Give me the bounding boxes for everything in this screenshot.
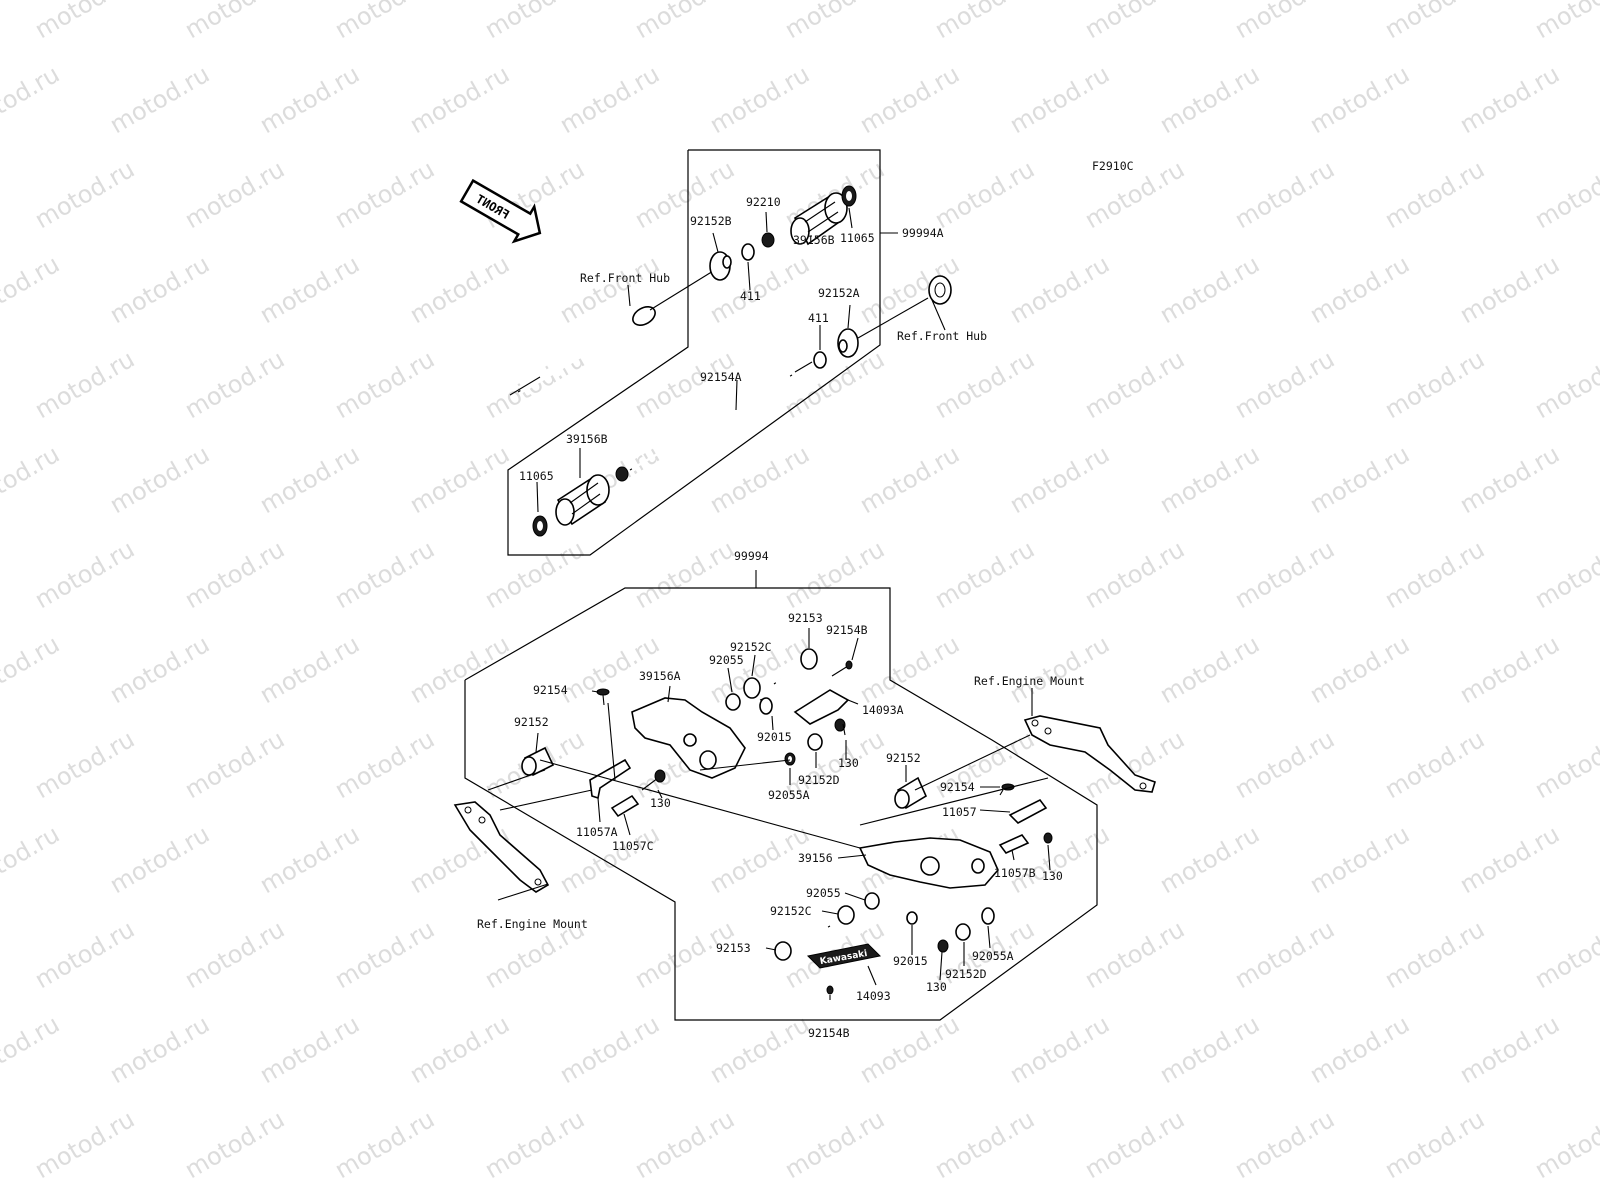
- screw-92154B-bottom: [826, 985, 834, 995]
- label-39156B-top: 39156B: [793, 233, 835, 247]
- slider-body-39156: [858, 837, 999, 889]
- label-92152-left: 92152: [514, 715, 549, 729]
- plate-11057C: [610, 794, 640, 818]
- front-axle: [509, 267, 719, 396]
- washer-92152C-top: [743, 677, 761, 699]
- label-92152A: 92152A: [818, 286, 860, 300]
- shaft-92154A: [629, 361, 813, 471]
- badge-14093: Kawasaki: [806, 943, 882, 969]
- cover-14093A: [793, 689, 850, 725]
- engine-mount-right: [1023, 715, 1156, 793]
- axle-slider-92152A: [837, 328, 859, 358]
- label-411-b: 411: [808, 311, 829, 325]
- frame-99994: [464, 570, 1098, 1021]
- slider-39156B-top: [790, 192, 848, 246]
- nut-92210: [761, 232, 775, 248]
- washer-92055-bottom: [864, 892, 880, 910]
- washer-92055-top: [725, 693, 741, 711]
- bracket-11057: [1008, 798, 1048, 824]
- bolt-130-left: [641, 769, 666, 791]
- label-92055-top: 92055: [709, 653, 744, 667]
- label-ref-front-hub-left: Ref.Front Hub: [580, 271, 670, 285]
- label-130-c: 130: [1042, 869, 1063, 883]
- label-11057C: 11057C: [612, 839, 654, 853]
- slider-body-39156A: [631, 697, 746, 779]
- bolt-130-bottom: [937, 939, 949, 953]
- label-39156A: 39156A: [639, 669, 681, 683]
- label-ref-engine-mount-right: Ref.Engine Mount: [974, 674, 1085, 688]
- washer-92152D-top: [807, 733, 823, 751]
- washer-92152D-bottom: [955, 923, 971, 941]
- label-14093A: 14093A: [862, 703, 904, 717]
- bolt-130-right: [1043, 832, 1053, 844]
- label-92152-right: 92152: [886, 751, 921, 765]
- screw-92154: [596, 688, 610, 706]
- diagram-code: F2910C: [1092, 159, 1134, 173]
- label-92152D-bottom: 92152D: [945, 967, 987, 981]
- washer-411-b: [813, 351, 827, 369]
- bolt-92153-bottom: [774, 925, 831, 961]
- frame-99994A: [507, 149, 898, 556]
- spacer-92152-right: [894, 776, 928, 810]
- engine-mount-left: [453, 801, 550, 893]
- label-99994A: 99994A: [902, 226, 944, 240]
- spacer-92015-bottom: [906, 911, 918, 925]
- label-92154A: 92154A: [700, 370, 742, 384]
- slider-39156B-bottom: [555, 474, 610, 526]
- spacer-92152-left: [521, 746, 555, 777]
- screw-92154B-top: [831, 660, 853, 677]
- cap-11065-top: [841, 185, 857, 207]
- label-92055A-bottom: 92055A: [972, 949, 1014, 963]
- label-92154B-bottom: 92154B: [808, 1026, 850, 1040]
- label-92152B: 92152B: [690, 214, 732, 228]
- label-92055-bottom: 92055: [806, 886, 841, 900]
- label-92152C-top: 92152C: [730, 640, 772, 654]
- hub-ring-right: [857, 275, 952, 339]
- label-130-d: 130: [926, 980, 947, 994]
- label-99994: 99994: [734, 549, 769, 563]
- label-11065-top: 11065: [840, 231, 875, 245]
- label-411-a: 411: [740, 289, 761, 303]
- washer-92152C-bottom: [837, 905, 855, 925]
- label-92015-top: 92015: [757, 730, 792, 744]
- label-92154: 92154: [533, 683, 568, 697]
- label-39156: 39156: [798, 851, 833, 865]
- part-labels: F2910C 99994A 99994 92152B 92210 11065 3…: [477, 159, 1134, 1040]
- label-11065-bottom: 11065: [519, 469, 554, 483]
- label-11057: 11057: [942, 805, 977, 819]
- label-ref-front-hub-right: Ref.Front Hub: [897, 329, 987, 343]
- nut-bottom: [615, 466, 629, 482]
- washer-411-a: [741, 243, 755, 261]
- bolt-92153-top: [773, 648, 818, 685]
- label-14093: 14093: [856, 989, 891, 1003]
- label-92154-right: 92154: [940, 780, 975, 794]
- label-11057A: 11057A: [576, 825, 618, 839]
- label-92153-top: 92153: [788, 611, 823, 625]
- label-ref-engine-mount-left: Ref.Engine Mount: [477, 917, 588, 931]
- label-39156B-bottom: 39156B: [566, 432, 608, 446]
- label-92055A-top: 92055A: [768, 788, 810, 802]
- axle-slider-92152B: [709, 251, 732, 281]
- label-92015-bottom: 92015: [893, 954, 928, 968]
- label-92153-bottom: 92153: [716, 941, 751, 955]
- leader-lines: [487, 207, 1051, 1000]
- label-130-b: 130: [650, 796, 671, 810]
- front-arrow-icon: FRONT: [459, 178, 542, 244]
- label-92152C-bottom: 92152C: [770, 904, 812, 918]
- bolt-130-top: [834, 718, 846, 736]
- label-92154B-top: 92154B: [826, 623, 868, 637]
- label-92152D-top: 92152D: [798, 773, 840, 787]
- bracket-11057B: [998, 834, 1030, 854]
- label-11057B: 11057B: [994, 866, 1036, 880]
- spacer-92015-top: [759, 697, 773, 715]
- label-92210: 92210: [746, 195, 781, 209]
- label-130-a: 130: [838, 756, 859, 770]
- cap-11065-bottom: [532, 515, 548, 537]
- washer-92055A-top: [784, 752, 796, 766]
- washer-92055A-bottom: [981, 907, 995, 925]
